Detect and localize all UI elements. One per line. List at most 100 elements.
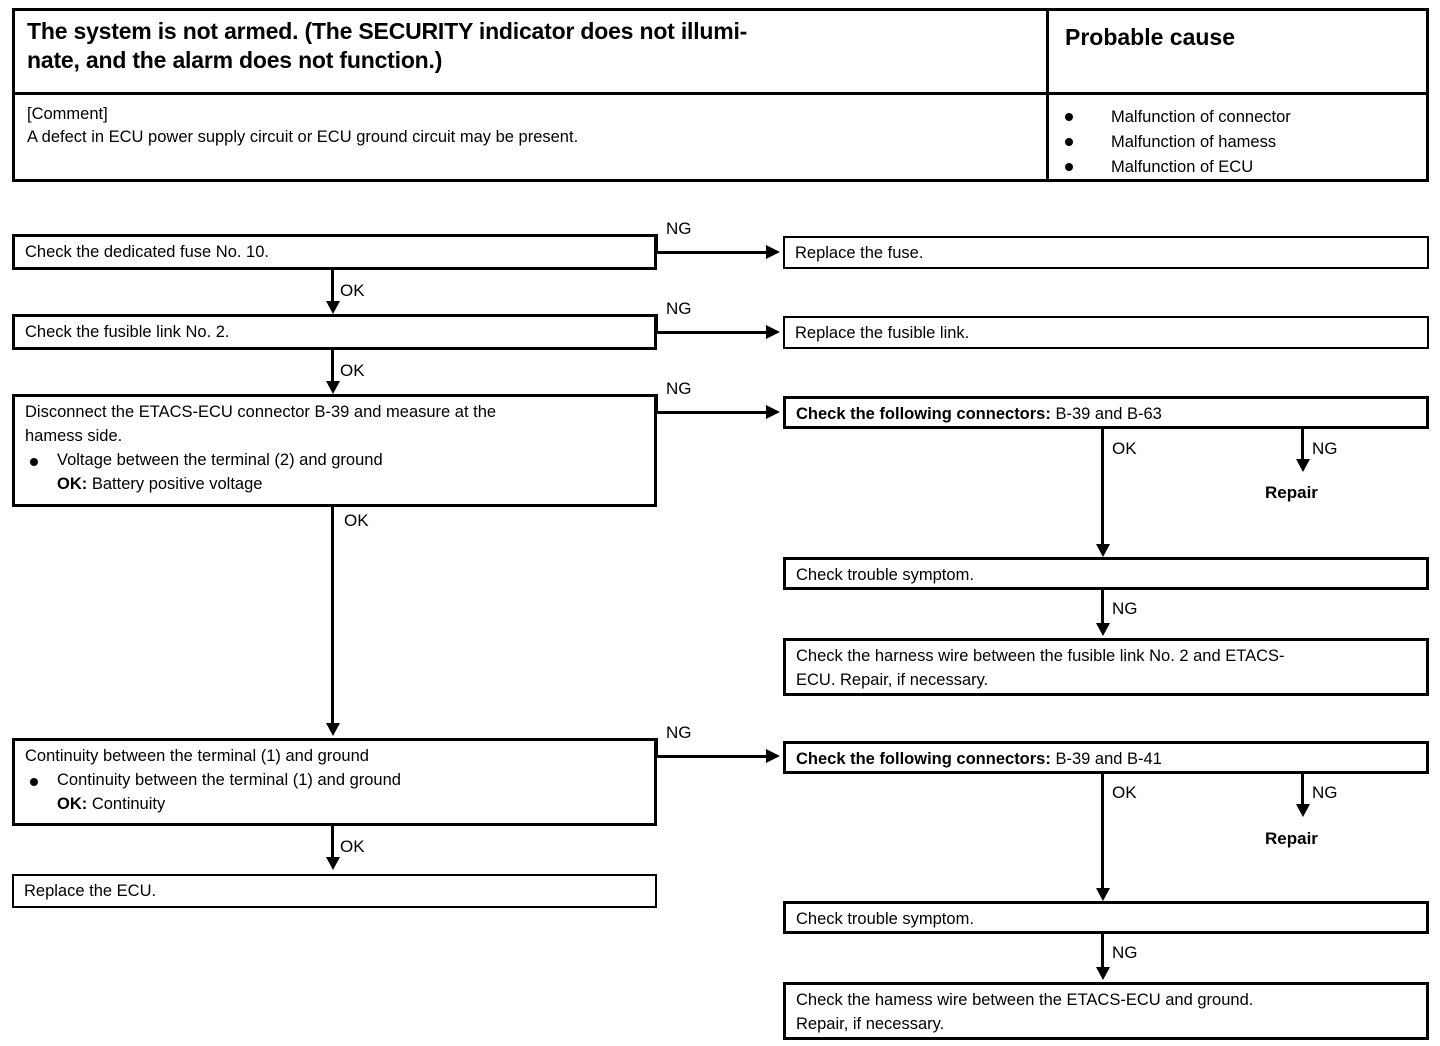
flow-box-label: Check the dedicated fuse No. 10.: [25, 243, 269, 261]
flow-box-check-dedicated-fuse: Check the dedicated fuse No. 10.: [12, 234, 657, 270]
arrow-down-icon: [1096, 967, 1110, 980]
comment-cell: [Comment] A defect in ECU power supply c…: [15, 95, 1046, 179]
edge-label-ok: OK: [344, 511, 369, 530]
list-item: Malfunction of hamess: [1065, 130, 1416, 155]
flow-box-label: Check trouble symptom.: [796, 566, 974, 584]
cause-label: Malfunction of connector: [1111, 108, 1291, 126]
arrow-down-icon: [1296, 804, 1310, 817]
flow-box-disconnect-etacs-ecu-connector: Disconnect the ETACS-ECU connector B-39 …: [12, 394, 657, 507]
flow-box-replace-ecu: Replace the ECU.: [12, 874, 657, 908]
arrow-right-icon: [766, 749, 780, 763]
connector-ng-step1-stub: [655, 234, 658, 252]
connector-ng-trouble-symptom1-harness1: [1101, 590, 1104, 623]
flow-box-replace-fusible-link: Replace the fusible link.: [783, 316, 1429, 349]
list-item: Voltage between the terminal (2) and gro…: [25, 449, 648, 473]
connector-ok-step1-step2: [331, 270, 334, 303]
connector-ng-step3-stub: [655, 394, 658, 412]
ok-value: Battery positive voltage: [91, 474, 263, 493]
flow-box-line-2: hamess side.: [25, 426, 123, 445]
symptom-probable-cause-table: The system is not armed. (The SECURITY i…: [12, 8, 1429, 182]
table-body-row: [Comment] A defect in ECU power supply c…: [15, 92, 1426, 179]
connectors-label: Check the following connectors:: [796, 405, 1051, 423]
flow-box-bullet-list: Continuity between the terminal (1) and …: [25, 769, 648, 793]
probable-cause-list: Malfunction of connector Malfunction of …: [1065, 101, 1416, 180]
list-item: Continuity between the terminal (1) and …: [25, 769, 648, 793]
connector-ng-connectors1-repair: [1301, 429, 1304, 461]
cause-label: Malfunction of ECU: [1111, 158, 1254, 177]
flow-box-line-1: Check the hamess wire between the ETACS-…: [796, 991, 1254, 1009]
flow-box-check-connectors-b39-b63: Check the following connectors: B-39 and…: [783, 396, 1429, 429]
connector-ok-connectors1-trouble-symptom: [1101, 429, 1104, 544]
arrow-down-icon: [1096, 888, 1110, 901]
ok-label: OK:: [57, 794, 88, 813]
symptom-header-cell: The system is not armed. (The SECURITY i…: [15, 11, 1046, 92]
comment-text: A defect in ECU power supply circuit or …: [27, 128, 579, 147]
flow-box-check-harness-ecu-to-ground: Check the hamess wire between the ETACS-…: [783, 982, 1429, 1040]
bullet-icon: [1065, 138, 1073, 147]
flow-box-line-2: Repair, if necessary.: [796, 1014, 945, 1033]
arrow-right-icon: [766, 405, 780, 419]
edge-label-ng: NG: [1112, 599, 1138, 618]
arrow-down-icon: [326, 381, 340, 394]
connector-ng-step4-stub: [655, 738, 658, 756]
flow-box-check-trouble-symptom-2: Check trouble symptom.: [783, 901, 1429, 934]
ok-label: OK:: [57, 474, 88, 493]
edge-label-ng: NG: [666, 379, 692, 398]
bullet-icon: [30, 457, 38, 466]
edge-label-ng: NG: [1112, 943, 1138, 962]
probable-cause-cell: Malfunction of connector Malfunction of …: [1046, 95, 1426, 179]
arrow-down-icon: [1096, 623, 1110, 636]
edge-label-ok: OK: [1112, 439, 1137, 458]
symptom-title: The system is not armed. (The SECURITY i…: [27, 18, 748, 73]
bullet-icon: [1065, 113, 1073, 121]
flow-box-check-connectors-b39-b41: Check the following connectors: B-39 and…: [783, 741, 1429, 774]
flow-box-check-trouble-symptom-1: Check trouble symptom.: [783, 557, 1429, 590]
list-item: Malfunction of connector: [1065, 105, 1416, 130]
arrow-right-icon: [766, 325, 780, 339]
edge-label-ng: NG: [666, 299, 692, 318]
arrow-down-icon: [326, 857, 340, 870]
repair-label-2: Repair: [1265, 829, 1318, 848]
flow-box-line-1: Disconnect the ETACS-ECU connector B-39 …: [25, 403, 497, 421]
table-header-row: The system is not armed. (The SECURITY i…: [15, 11, 1426, 92]
probable-cause-header: Probable cause: [1065, 24, 1236, 50]
flow-box-line-1: Continuity between the terminal (1) and …: [25, 747, 369, 765]
flow-box-ok-criterion: OK: Battery positive voltage: [25, 473, 648, 497]
list-item: Malfunction of ECU: [1065, 155, 1416, 180]
edge-label-ok: OK: [340, 281, 365, 300]
measurement-label: Continuity between the terminal (1) and …: [57, 770, 401, 789]
repair-label-1: Repair: [1265, 483, 1318, 502]
bullet-icon: [30, 777, 38, 786]
connectors-value: B-39 and B-41: [1055, 750, 1162, 768]
connector-ng-connectors2-repair: [1301, 774, 1304, 806]
edge-label-ok: OK: [1112, 783, 1137, 802]
flow-box-bullet-list: Voltage between the terminal (2) and gro…: [25, 449, 648, 473]
comment-block: [Comment] A defect in ECU power supply c…: [27, 101, 1036, 150]
arrow-down-icon: [326, 723, 340, 736]
connector-ng-step2-stub: [655, 314, 658, 332]
edge-label-ng: NG: [1312, 439, 1338, 458]
connector-ok-step4-step5: [331, 826, 334, 859]
ok-value: Continuity: [91, 794, 166, 813]
flow-box-label: Check the fusible link No. 2.: [25, 323, 230, 341]
connector-ng-step2-replace-fusible-link: [655, 331, 768, 334]
flow-box-check-harness-fusible-link-to-ecu: Check the harness wire between the fusib…: [783, 638, 1429, 696]
connector-ok-connectors2-trouble-symptom: [1101, 774, 1104, 888]
arrow-down-icon: [1096, 544, 1110, 557]
connector-ng-step3-check-connectors: [655, 411, 768, 414]
connector-ng-step1-replace-fuse: [655, 251, 768, 254]
connector-ok-step3-step4: [331, 507, 334, 723]
arrow-right-icon: [766, 245, 780, 259]
flow-box-label: Replace the fuse.: [795, 244, 924, 262]
probable-cause-header-cell: Probable cause: [1046, 11, 1426, 92]
comment-label: [Comment]: [27, 105, 108, 123]
flow-box-label: Replace the ECU.: [24, 882, 157, 900]
flow-box-ok-criterion: OK: Continuity: [25, 793, 648, 817]
edge-label-ng: NG: [666, 723, 692, 742]
measurement-label: Voltage between the terminal (2) and gro…: [57, 450, 383, 469]
arrow-down-icon: [326, 301, 340, 314]
flow-box-continuity-terminal-1: Continuity between the terminal (1) and …: [12, 738, 657, 826]
edge-label-ng: NG: [1312, 783, 1338, 802]
cause-label: Malfunction of hamess: [1111, 133, 1277, 152]
